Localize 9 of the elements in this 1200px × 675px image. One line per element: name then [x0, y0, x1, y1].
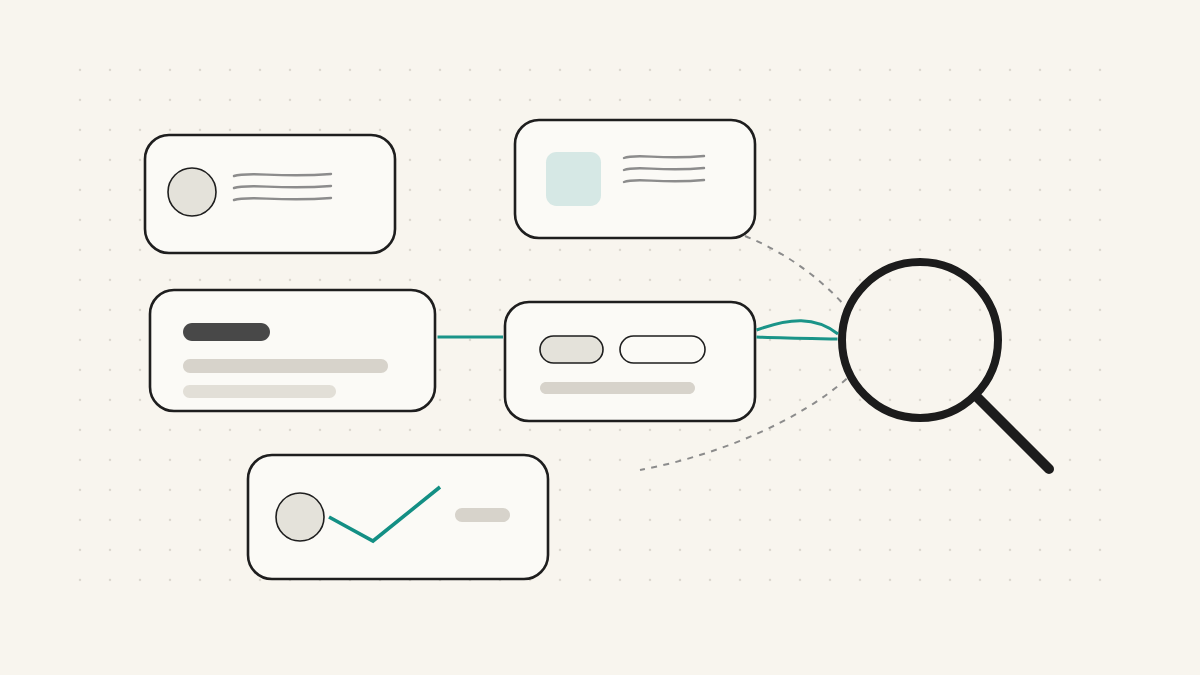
connector-line — [639, 377, 848, 471]
card — [246, 453, 550, 581]
connector-line — [437, 335, 503, 339]
connector-line — [756, 319, 839, 336]
card — [143, 133, 397, 255]
connector-line — [756, 335, 838, 341]
pill — [539, 335, 604, 364]
magnifier-icon — [838, 258, 1054, 474]
pill — [619, 335, 706, 364]
